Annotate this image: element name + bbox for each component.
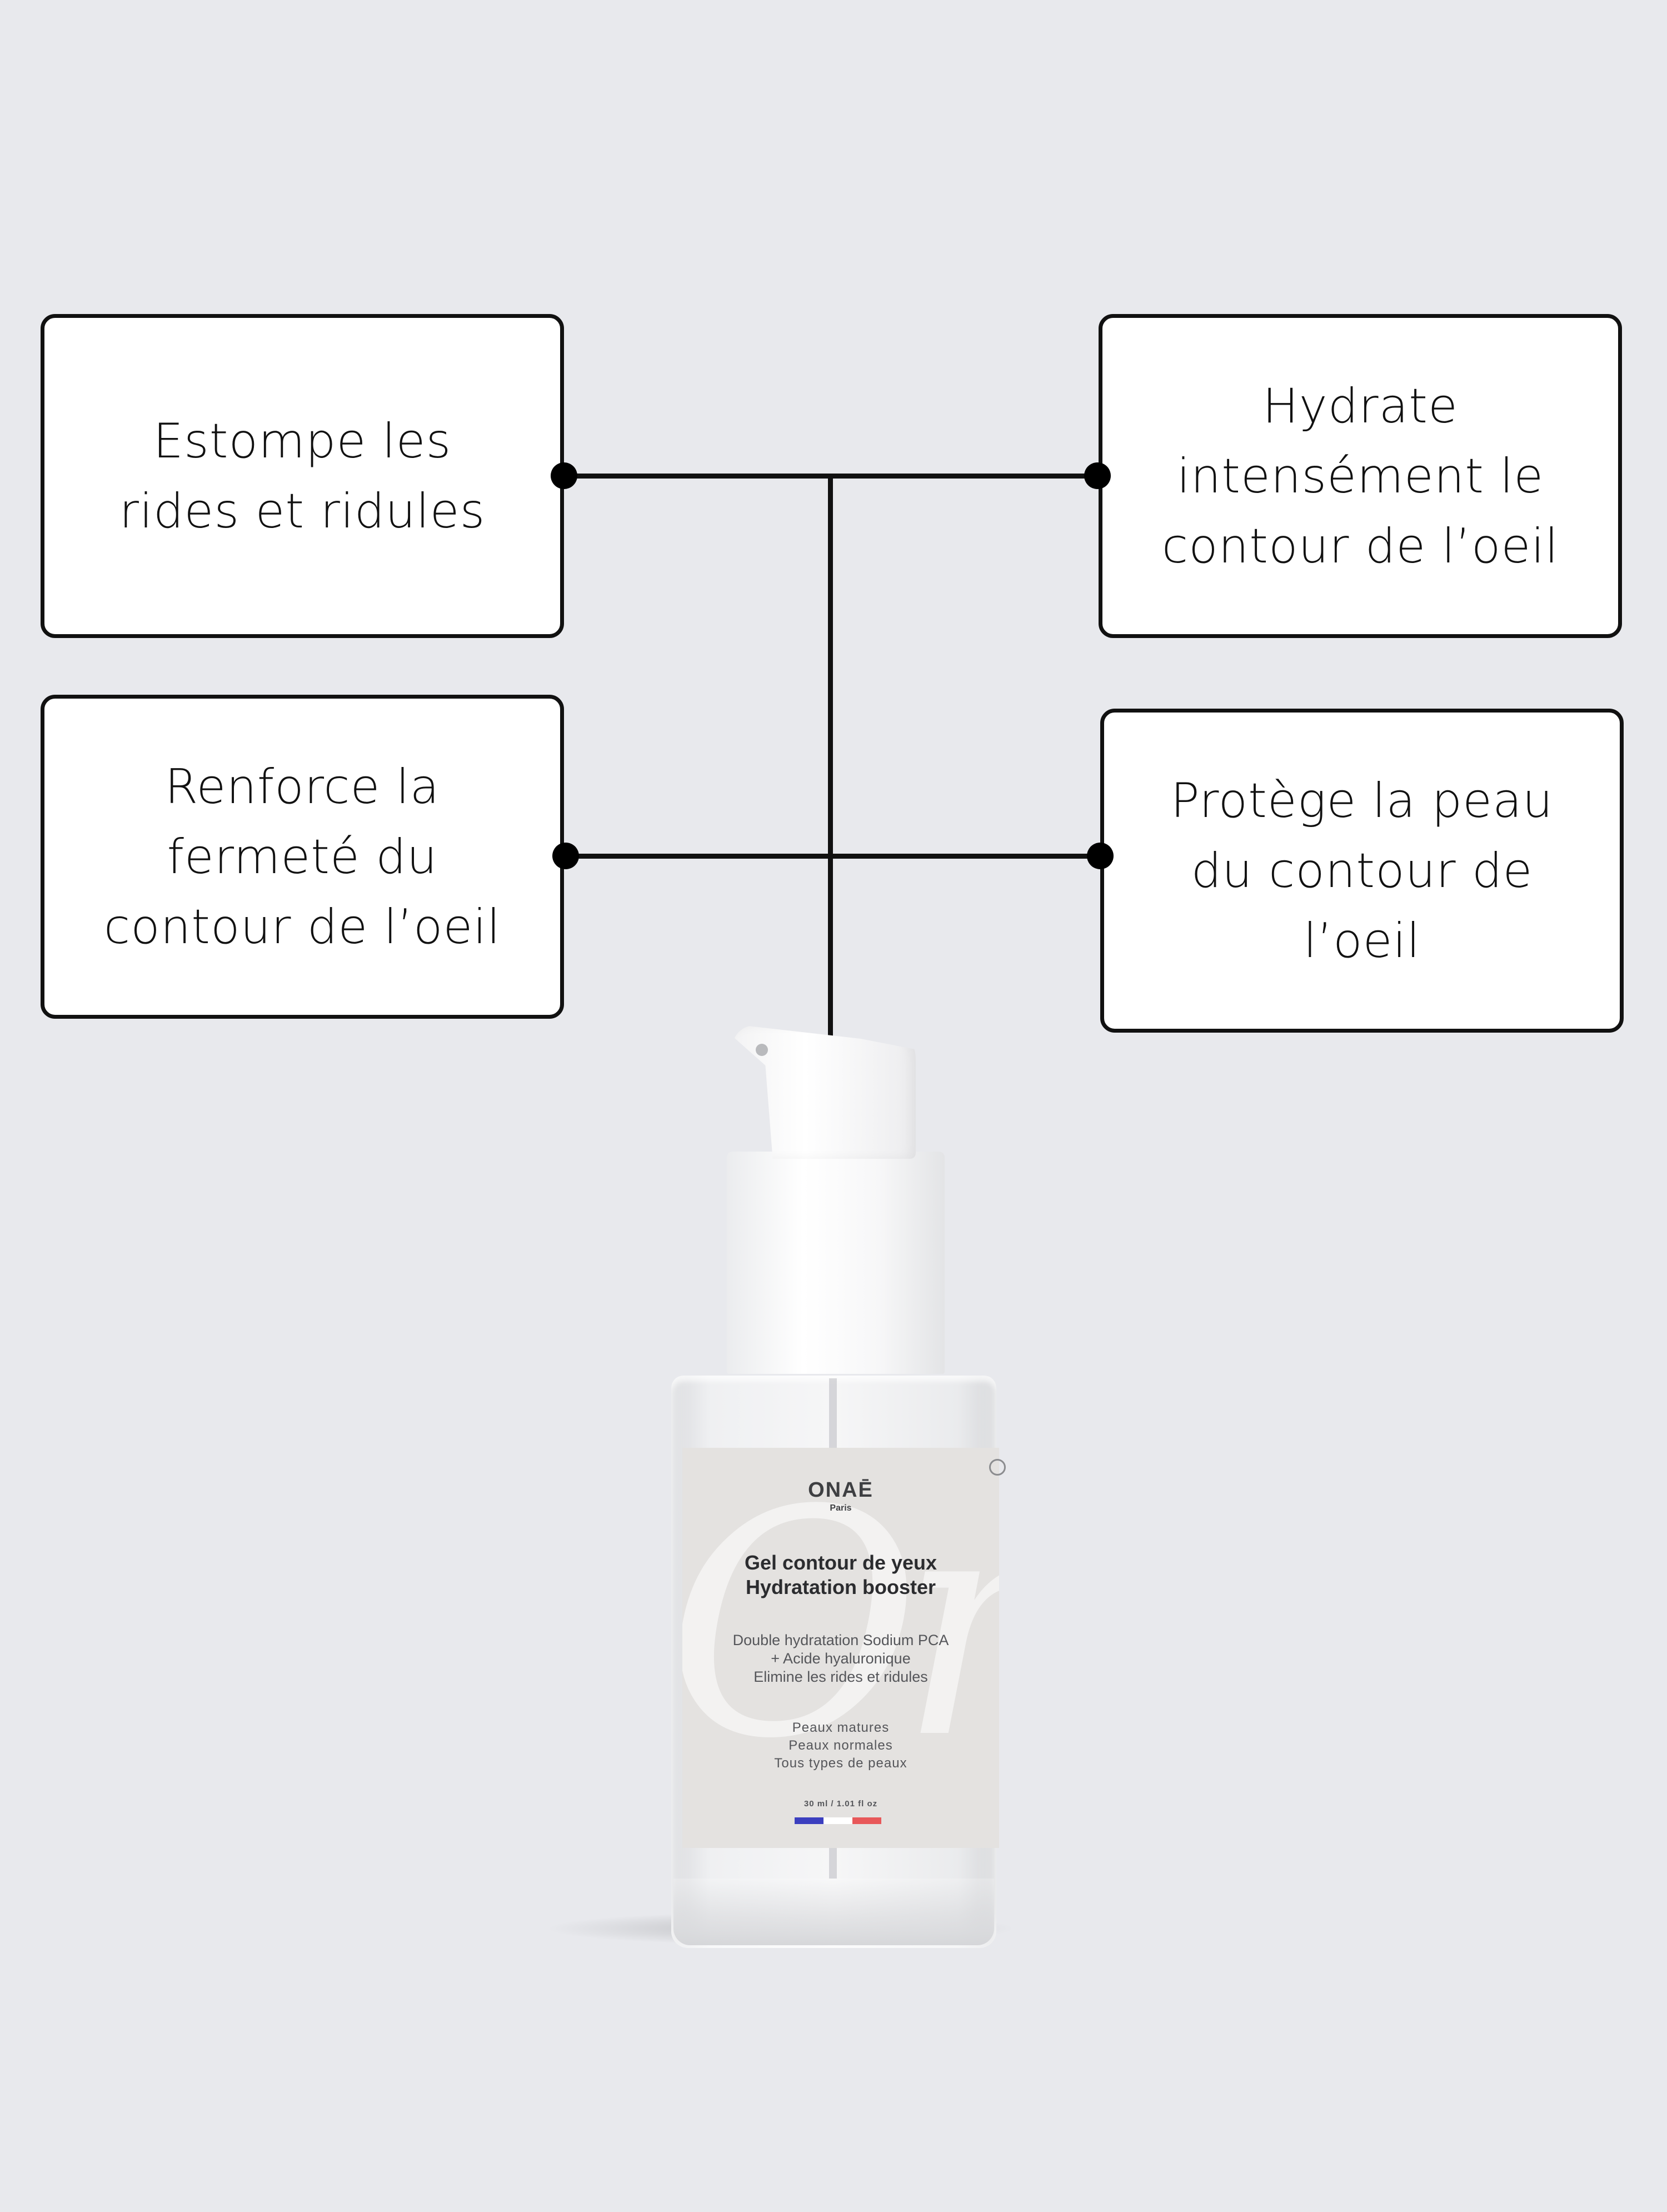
bottle-base <box>673 1879 994 1945</box>
product-title: Gel contour de yeux Hydratation booster <box>744 1551 937 1598</box>
brand-logo: ONAĒ <box>808 1478 874 1502</box>
flag-stripe-blue <box>795 1817 823 1824</box>
flag-stripe-white <box>823 1817 852 1824</box>
benefit-text-protect: Protège la peau du contour de l’oeil <box>1170 773 1554 969</box>
benefit-text-firmness: Renforce la fermeté du contour de l’oeil <box>103 759 501 955</box>
connector-dot-top-right <box>1084 462 1111 489</box>
product-skin-types: Peaux matures Peaux normales Tous types … <box>774 1720 907 1771</box>
product-volume: 30 ml / 1.01 fl oz <box>803 1799 878 1809</box>
product-description: Double hydratation Sodium PCA + Acide hy… <box>732 1632 949 1685</box>
connector-dot-top-left <box>551 462 577 489</box>
flag-stripe-red <box>852 1817 881 1824</box>
french-flag-icon <box>795 1817 881 1824</box>
benefit-box-fade-wrinkles: Estompe les rides et ridules <box>41 314 564 638</box>
connector-dot-bottom-right <box>1087 843 1114 869</box>
connector-dot-bottom-left <box>552 843 579 869</box>
pump-nozzle-hole <box>756 1044 768 1056</box>
label-edge-mark-icon <box>989 1459 1006 1476</box>
benefit-text-fade-wrinkles: Estompe les rides et ridules <box>119 413 486 539</box>
benefit-box-firmness: Renforce la fermeté du contour de l’oeil <box>41 695 564 1019</box>
bottle-collar <box>727 1152 945 1374</box>
benefit-text-hydrate: Hydrate intensément le contour de l’oeil <box>1161 378 1559 574</box>
benefit-box-hydrate: Hydrate intensément le contour de l’oeil <box>1099 314 1622 638</box>
connector-vertical <box>828 474 833 1106</box>
benefit-box-protect: Protège la peau du contour de l’oeil <box>1100 709 1624 1033</box>
brand-city: Paris <box>830 1503 852 1513</box>
product-label: On ONAĒ Paris Gel contour de yeux Hydrat… <box>682 1448 999 1848</box>
